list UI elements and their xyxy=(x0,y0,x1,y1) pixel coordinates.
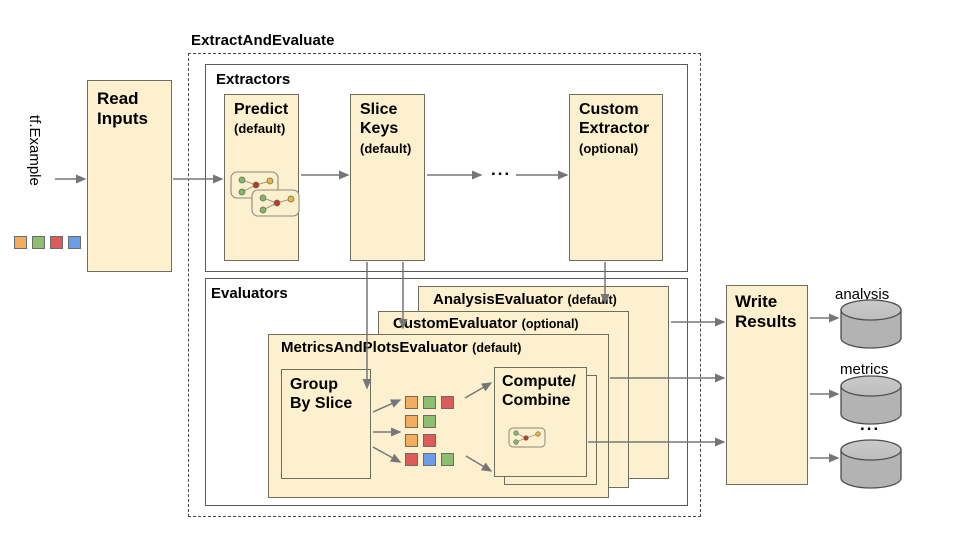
extract-and-evaluate-boundary xyxy=(188,53,701,517)
group-by-slice-line1: Group xyxy=(290,376,338,393)
slice-chip-r3c0 xyxy=(405,453,418,466)
metrics-and-plots-qualifier: (default) xyxy=(472,341,522,355)
read-inputs-line2: Inputs xyxy=(97,109,148,128)
predict-title: Predict xyxy=(234,101,289,118)
write-results-line1: Write xyxy=(735,292,778,311)
input-chip-2 xyxy=(50,236,63,249)
slice-chip-r3c2 xyxy=(441,453,454,466)
section-caption-extractors: Extractors xyxy=(216,71,291,88)
node-read-inputs[interactable]: Read Inputs xyxy=(87,80,172,272)
node-slice-keys[interactable]: Slice Keys (default) xyxy=(350,94,425,261)
custom-extractor-line2: Extractor xyxy=(579,120,650,137)
input-chip-1 xyxy=(32,236,45,249)
node-predict[interactable]: Predict (default) xyxy=(224,94,299,261)
sink-label-other: ... xyxy=(860,415,881,434)
custom-evaluator-name: CustomEvaluator xyxy=(393,315,518,332)
slice-keys-line1: Slice xyxy=(360,101,398,118)
analysis-evaluator-qualifier: (default) xyxy=(567,293,617,307)
node-compute-combine[interactable]: Compute/ Combine xyxy=(494,367,587,477)
group-caption-extract-and-evaluate: ExtractAndEvaluate xyxy=(191,32,335,49)
slice-chip-r0c2 xyxy=(441,396,454,409)
slice-chip-r1c1 xyxy=(423,415,436,428)
extractors-ellipsis: ... xyxy=(491,160,512,179)
group-by-slice-line2: By Slice xyxy=(290,395,353,412)
sink-label-analysis: analysis xyxy=(835,286,890,303)
slice-chip-r2c1 xyxy=(423,434,436,447)
slice-chip-r3c1 xyxy=(423,453,436,466)
analysis-evaluator-name: AnalysisEvaluator xyxy=(433,291,564,308)
predict-qualifier: (default) xyxy=(234,121,286,136)
sink-label-metrics: metrics xyxy=(840,361,889,378)
compute-combine-line2: Combine xyxy=(502,392,571,409)
analysis-evaluator-titlewrap: AnalysisEvaluator (default) xyxy=(433,291,617,309)
node-custom-extractor[interactable]: Custom Extractor (optional) xyxy=(569,94,663,261)
compute-combine-line1: Compute/ xyxy=(502,373,576,390)
slice-chip-r1c0 xyxy=(405,415,418,428)
input-chip-3 xyxy=(68,236,81,249)
custom-extractor-qualifier: (optional) xyxy=(579,141,639,156)
sink-cylinder-analysis xyxy=(840,299,902,349)
sink-cylinder-other xyxy=(840,439,902,489)
section-caption-evaluators: Evaluators xyxy=(211,285,288,302)
write-results-line2: Results xyxy=(735,312,797,331)
input-chip-0 xyxy=(14,236,27,249)
slice-chip-r0c1 xyxy=(423,396,436,409)
slice-chip-r0c0 xyxy=(405,396,418,409)
metrics-and-plots-name: MetricsAndPlotsEvaluator xyxy=(281,339,468,356)
slice-chip-r2c0 xyxy=(405,434,418,447)
node-write-results[interactable]: Write Results xyxy=(726,285,808,485)
slice-keys-qualifier: (default) xyxy=(360,141,412,156)
custom-extractor-line1: Custom xyxy=(579,101,639,118)
metrics-and-plots-titlewrap: MetricsAndPlotsEvaluator (default) xyxy=(281,339,521,357)
slice-keys-line2: Keys xyxy=(360,120,399,137)
read-inputs-line1: Read xyxy=(97,89,139,108)
node-group-by-slice[interactable]: Group By Slice xyxy=(281,369,371,479)
custom-evaluator-titlewrap: CustomEvaluator (optional) xyxy=(393,315,579,333)
input-label-tf-example: tf.Example xyxy=(26,115,43,186)
custom-evaluator-qualifier: (optional) xyxy=(521,317,579,331)
